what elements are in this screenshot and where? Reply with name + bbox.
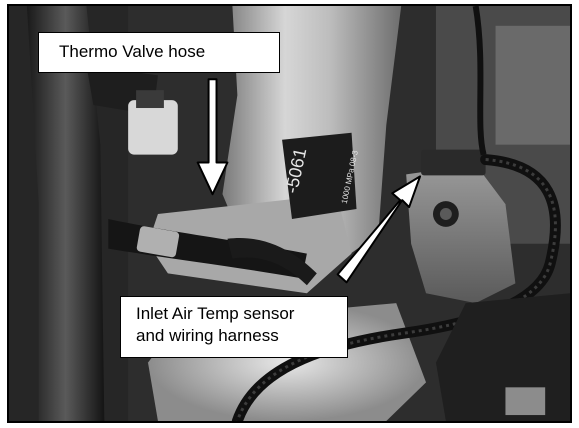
upper-wire [472, 6, 487, 156]
sensor-housing [406, 164, 516, 304]
iat-sensor-arrow [336, 175, 422, 284]
bolt-head [439, 208, 452, 220]
engine-photo: -5061 1000 MPa 08-3 [7, 4, 572, 423]
iat-sensor-connector [421, 149, 486, 176]
thermo-valve-arrow [196, 78, 229, 196]
tube-label [282, 132, 357, 219]
engine-bay-photo-graphic: -5061 1000 MPa 08-3 [9, 6, 570, 421]
white-connector [128, 100, 178, 155]
thermo-valve-callout: Thermo Valve hose [38, 32, 280, 73]
inlet-air-label-line1: Inlet Air Temp sensor [136, 304, 295, 323]
right-bracket [495, 25, 570, 145]
lower-right-fitting [505, 387, 546, 416]
inlet-air-label-line2: and wiring harness [136, 326, 279, 345]
thermo-valve-label: Thermo Valve hose [59, 42, 206, 61]
hose-clamp [136, 226, 180, 258]
inlet-air-temp-callout: Inlet Air Temp sensor and wiring harness [120, 296, 348, 358]
connector-cap [136, 90, 164, 109]
left-black-hose [26, 6, 105, 421]
vacuum-line [227, 237, 317, 286]
